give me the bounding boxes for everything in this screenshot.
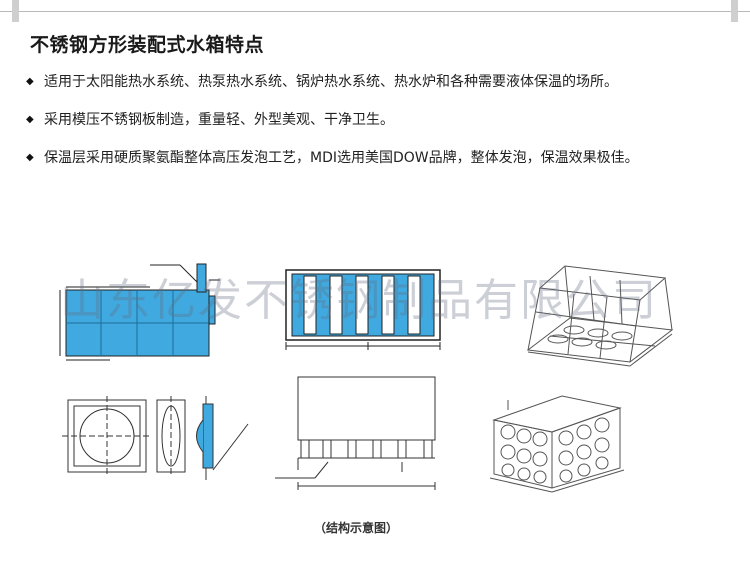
- feature-list: ◆ 适用于太阳能热水系统、热泵热水系统、锅炉热水系统、热水炉和各种需要液体保温的…: [26, 70, 726, 170]
- feature-item: ◆ 采用模压不锈钢板制造，重量轻、外型美观、干净卫生。: [26, 108, 726, 132]
- feature-text: 采用模压不锈钢板制造，重量轻、外型美观、干净卫生。: [44, 112, 394, 128]
- top-right-ornament: [731, 0, 738, 22]
- assembled-tank-perspective-diagram: [489, 395, 625, 493]
- diagram-caption: （结构示意图）: [313, 521, 398, 535]
- tank-elevation-diagram: [275, 376, 436, 490]
- feature-item: ◆ 保温层采用硬质聚氨酯整体高压发泡工艺，MDI选用美国DOW品牌，整体发泡，保…: [26, 146, 726, 170]
- diamond-bullet-icon: ◆: [26, 114, 34, 125]
- feature-item: ◆ 适用于太阳能热水系统、热泵热水系统、锅炉热水系统、热水炉和各种需要液体保温的…: [26, 70, 726, 94]
- top-left-ornament: [12, 0, 19, 22]
- panel-top-view-diagram: [62, 396, 249, 480]
- diamond-bullet-icon: ◆: [26, 76, 34, 87]
- feature-text: 适用于太阳能热水系统、热泵热水系统、锅炉热水系统、热水炉和各种需要液体保温的场所…: [44, 74, 618, 90]
- top-divider: [0, 11, 750, 12]
- page-title: 不锈钢方形装配式水箱特点: [30, 34, 265, 56]
- tank-front-view-diagram: [285, 269, 441, 350]
- tank-frame-perspective-diagram: [526, 265, 674, 367]
- watermark: 山东亿发不锈钢制品有限公司: [60, 275, 658, 326]
- diamond-bullet-icon: ◆: [26, 152, 34, 163]
- feature-text: 保温层采用硬质聚氨酯整体高压发泡工艺，MDI选用美国DOW品牌，整体发泡，保温效…: [44, 150, 639, 166]
- tank-side-view-diagram: [59, 263, 220, 361]
